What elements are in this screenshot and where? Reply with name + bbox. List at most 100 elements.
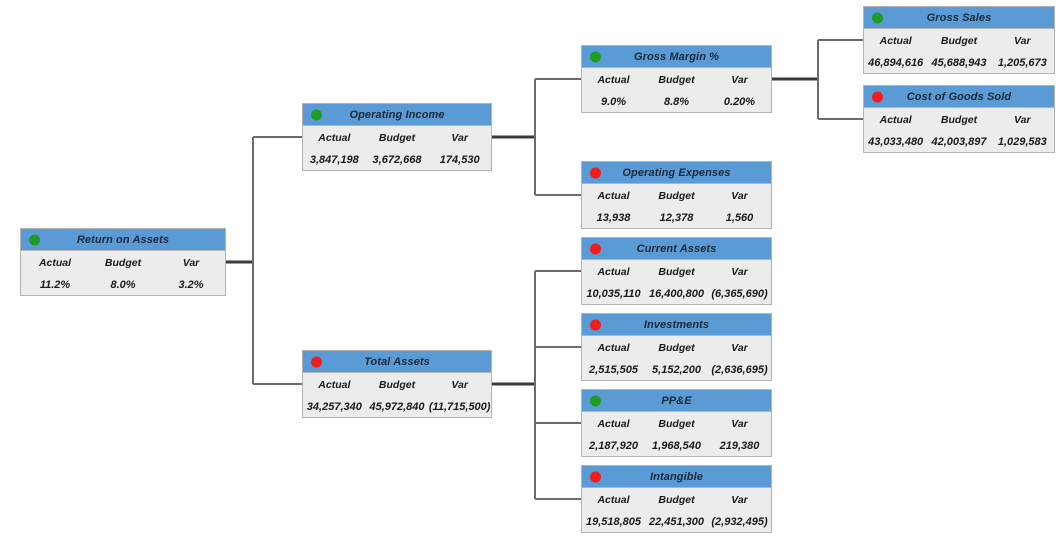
node-body: Actual Budget Var 43,033,480 42,003,897 …	[864, 108, 1054, 153]
node-intangible[interactable]: Intangible Actual Budget Var 19,518,805 …	[581, 465, 772, 533]
col-header-actual: Actual	[597, 493, 630, 506]
col-header-budget: Budget	[658, 189, 695, 202]
status-green-icon	[590, 395, 601, 406]
status-red-icon	[872, 91, 883, 102]
value-row: 13,938 12,378 1,560	[582, 207, 771, 229]
col-header-actual: Actual	[597, 265, 630, 278]
value-actual: 43,033,480	[868, 136, 924, 148]
col-header-var: Var	[731, 417, 748, 430]
value-row: 46,894,616 45,688,943 1,205,673	[864, 52, 1054, 74]
node-body: Actual Budget Var 9.0% 8.8% 0.20%	[582, 68, 771, 113]
value-row: 11.2% 8.0% 3.2%	[21, 274, 225, 296]
node-body: Actual Budget Var 13,938 12,378 1,560	[582, 184, 771, 229]
value-var: 1,560	[725, 212, 754, 224]
node-return-on-assets[interactable]: Return on Assets Actual Budget Var 11.2%…	[20, 228, 226, 296]
node-header: Gross Sales	[864, 7, 1054, 29]
value-actual: 3,847,198	[309, 154, 359, 166]
node-total-assets[interactable]: Total Assets Actual Budget Var 34,257,34…	[302, 350, 492, 418]
node-operating-income[interactable]: Operating Income Actual Budget Var 3,847…	[302, 103, 492, 171]
value-actual: 2,515,505	[589, 364, 638, 376]
column-headers: Actual Budget Var	[303, 373, 491, 396]
col-header-var: Var	[451, 131, 468, 144]
value-budget: 8.8%	[663, 96, 690, 108]
col-header-var: Var	[182, 256, 200, 269]
value-actual: 10,035,110	[586, 288, 641, 300]
col-header-budget: Budget	[658, 417, 695, 430]
value-row: 19,518,805 22,451,300 (2,932,495)	[582, 511, 771, 533]
node-header: Gross Margin %	[582, 46, 771, 68]
value-actual: 11.2%	[39, 279, 71, 291]
col-header-budget: Budget	[658, 73, 695, 86]
value-row: 9.0% 8.8% 0.20%	[582, 91, 771, 113]
value-actual: 19,518,805	[585, 516, 642, 528]
node-header: Operating Income	[303, 104, 491, 126]
node-cost-of-goods-sold[interactable]: Cost of Goods Sold Actual Budget Var 43,…	[863, 85, 1055, 153]
value-budget: 42,003,897	[931, 136, 987, 148]
node-header: Intangible	[582, 466, 771, 488]
column-headers: Actual Budget Var	[582, 488, 771, 511]
value-actual: 9.0%	[600, 96, 627, 108]
status-green-icon	[872, 12, 883, 23]
node-title: Current Assets	[636, 242, 717, 255]
value-row: 3,847,198 3,672,668 174,530	[303, 149, 491, 171]
node-title: PP&E	[661, 394, 692, 407]
col-header-actual: Actual	[879, 113, 912, 126]
col-header-actual: Actual	[318, 378, 351, 391]
col-header-var: Var	[731, 493, 748, 506]
value-actual: 2,187,920	[589, 440, 638, 452]
status-green-icon	[311, 109, 322, 120]
col-header-var: Var	[731, 265, 748, 278]
value-budget: 22,451,300	[648, 516, 705, 528]
col-header-budget: Budget	[658, 265, 695, 278]
value-var: (2,932,495)	[711, 516, 768, 528]
node-ppe[interactable]: PP&E Actual Budget Var 2,187,920 1,968,5…	[581, 389, 772, 457]
col-header-actual: Actual	[597, 417, 630, 430]
node-title: Gross Margin %	[633, 50, 720, 63]
col-header-var: Var	[731, 189, 748, 202]
value-var: 1,205,673	[997, 57, 1047, 69]
col-header-var: Var	[731, 341, 748, 354]
status-red-icon	[590, 243, 601, 254]
col-header-actual: Actual	[318, 131, 351, 144]
value-var: 0.20%	[723, 96, 756, 108]
node-body: Actual Budget Var 10,035,110 16,400,800 …	[582, 260, 771, 305]
status-red-icon	[590, 471, 601, 482]
value-budget: 3,672,668	[372, 154, 422, 166]
value-row: 34,257,340 45,972,840 (11,715,500)	[303, 396, 491, 418]
value-budget: 45,972,840	[369, 401, 425, 413]
value-budget: 45,688,943	[931, 57, 987, 69]
value-var: 219,380	[719, 440, 760, 452]
col-header-budget: Budget	[940, 113, 978, 126]
column-headers: Actual Budget Var	[582, 412, 771, 435]
value-budget: 12,378	[659, 212, 694, 224]
node-gross-sales[interactable]: Gross Sales Actual Budget Var 46,894,616…	[863, 6, 1055, 74]
node-investments[interactable]: Investments Actual Budget Var 2,515,505 …	[581, 313, 772, 381]
status-green-icon	[29, 234, 40, 245]
node-body: Actual Budget Var 2,187,920 1,968,540 21…	[582, 412, 771, 457]
col-header-budget: Budget	[658, 493, 695, 506]
node-body: Actual Budget Var 19,518,805 22,451,300 …	[582, 488, 771, 533]
column-headers: Actual Budget Var	[303, 126, 491, 149]
value-var: 174,530	[439, 154, 480, 166]
col-header-budget: Budget	[104, 256, 142, 269]
value-actual: 46,894,616	[868, 57, 924, 69]
col-header-actual: Actual	[597, 189, 630, 202]
value-row: 2,515,505 5,152,200 (2,636,695)	[582, 359, 771, 381]
node-current-assets[interactable]: Current Assets Actual Budget Var 10,035,…	[581, 237, 772, 305]
node-title: Total Assets	[364, 355, 430, 368]
value-budget: 1,968,540	[652, 440, 701, 452]
col-header-actual: Actual	[597, 341, 630, 354]
node-title: Operating Expenses	[622, 166, 731, 179]
col-header-actual: Actual	[38, 256, 72, 269]
value-budget: 16,400,800	[648, 288, 705, 300]
node-operating-expenses[interactable]: Operating Expenses Actual Budget Var 13,…	[581, 161, 772, 229]
status-green-icon	[590, 51, 601, 62]
column-headers: Actual Budget Var	[864, 29, 1054, 52]
column-headers: Actual Budget Var	[864, 108, 1054, 131]
col-header-var: Var	[731, 73, 748, 86]
col-header-budget: Budget	[940, 34, 978, 47]
col-header-budget: Budget	[378, 378, 416, 391]
col-header-var: Var	[1014, 34, 1031, 47]
node-gross-margin-percent[interactable]: Gross Margin % Actual Budget Var 9.0% 8.…	[581, 45, 772, 113]
